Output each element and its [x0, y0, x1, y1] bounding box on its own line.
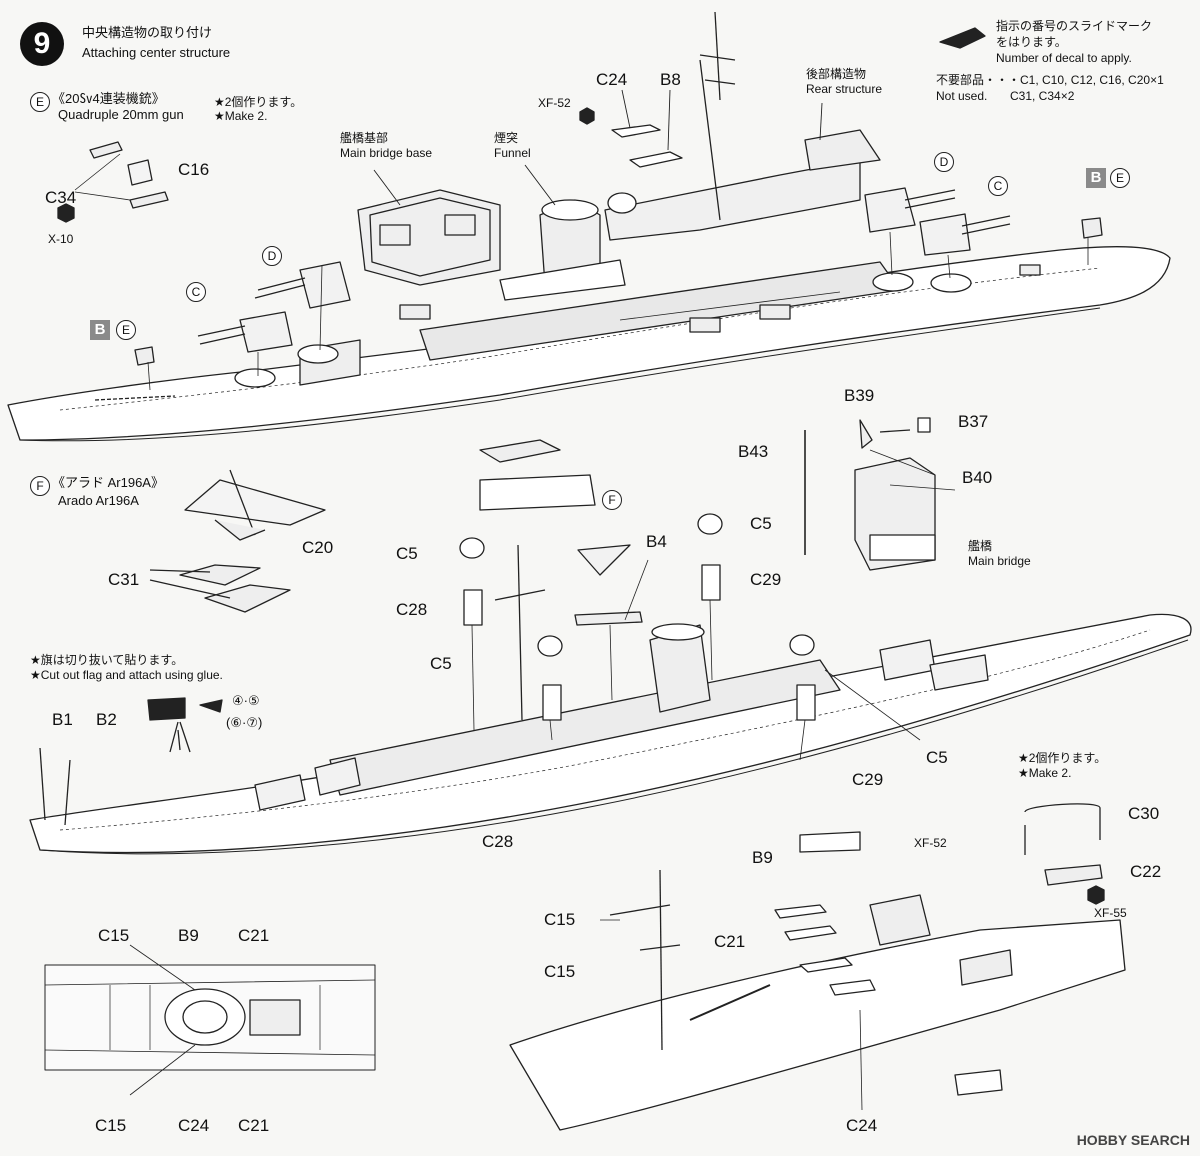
subassembly-f-title: 《アラド Ar196A》 [52, 475, 164, 490]
part-c31: C31 [108, 570, 140, 589]
funnel-ja: 煙突 [494, 131, 519, 145]
detail-part-c24: C24 [846, 1116, 878, 1135]
plan-part-b9: B9 [178, 926, 199, 945]
part-b40: B40 [962, 468, 993, 487]
decal-note-en: Number of decal to apply. [996, 51, 1132, 65]
subassembly-f-marker: F [30, 476, 50, 496]
main-bridge [854, 417, 936, 571]
part-c29-b: C29 [852, 770, 884, 789]
subassembly-e-note-en: ★Make 2. [214, 109, 268, 123]
plan-part-c15-bottom: C15 [95, 1116, 127, 1135]
watermark: HOBBY SEARCH [1076, 1132, 1190, 1148]
flag-note-ja: ★旗は切り抜いて貼ります。 [30, 653, 184, 667]
part-c16: C16 [178, 160, 210, 179]
not-used-label: Not used. [936, 89, 988, 103]
funnel-en: Funnel [494, 146, 531, 160]
main-bridge-ja: 艦橋 [968, 539, 993, 553]
plan-view [44, 944, 376, 1096]
davit-note-en: ★Make 2. [1018, 766, 1072, 780]
part-c5-d: C5 [926, 748, 948, 767]
callout-b-left: B [90, 320, 110, 340]
turret-c-left [197, 311, 293, 353]
decal-note-ja2: をはります。 [996, 35, 1067, 49]
decal-note-ja: 指示の番号のスライドマーク [996, 19, 1153, 33]
part-b2: B2 [96, 710, 117, 729]
turret-d-left-marker: D [262, 246, 282, 266]
flag-decals-2: (⑥·⑦) [226, 715, 263, 730]
flag-decals-1: ④·⑤ [232, 693, 260, 708]
top-hull [7, 246, 1171, 442]
callout-b-right: B [1086, 168, 1106, 188]
detail-part-c15-a: C15 [544, 910, 576, 929]
plan-part-c21-top: C21 [238, 926, 270, 945]
part-c29-a: C29 [750, 570, 782, 589]
subassembly-e-title: 《20㏜4連装機銃》 [52, 91, 165, 106]
part-c5-c: C5 [430, 654, 452, 673]
arado-parts [149, 469, 326, 613]
part-b4: B4 [646, 532, 667, 551]
turret-c-right [919, 213, 1011, 256]
main-bridge-en: Main bridge [968, 554, 1031, 568]
paint-xf52-top: XF-52 [538, 96, 571, 110]
plan-part-c24: C24 [178, 1116, 210, 1135]
callout-e-right: E [1110, 168, 1130, 188]
plan-part-c21-bottom: C21 [238, 1116, 270, 1135]
bridge-base-en: Main bridge base [340, 146, 433, 160]
part-c5-b: C5 [750, 514, 772, 533]
turret-d-left [254, 261, 351, 309]
rear-structure-ja: 後部構造物 [806, 67, 867, 81]
plan-part-c15-top: C15 [98, 926, 130, 945]
callout-e-left: E [116, 320, 136, 340]
subassembly-f-title-en: Arado Ar196A [58, 493, 139, 508]
part-c28-b: C28 [482, 832, 514, 851]
part-c22: C22 [1130, 862, 1162, 881]
part-c24-top: C24 [596, 70, 628, 89]
detail-part-b9: B9 [752, 848, 773, 867]
part-b8: B8 [660, 70, 681, 89]
step-number-badge: 9 [20, 22, 64, 66]
flag-note-en: ★Cut out flag and attach using glue. [30, 668, 223, 682]
part-c20: C20 [302, 538, 334, 557]
part-c34: C34 [45, 188, 77, 207]
subassembly-e-marker: E [30, 92, 50, 112]
main-bridge-base [357, 189, 501, 286]
step-title-en: Attaching center structure [82, 45, 231, 60]
boat-davit [1024, 803, 1105, 905]
part-b1: B1 [52, 710, 73, 729]
funnel [499, 199, 626, 301]
step-title-ja: 中央構造物の取り付け [82, 25, 213, 40]
rear-structure [604, 11, 881, 241]
subassembly-f-callout: F [602, 490, 622, 510]
turret-d-right-marker: D [934, 152, 954, 172]
turret-c-right-marker: C [988, 176, 1008, 196]
part-c28-a: C28 [396, 600, 428, 619]
detail-part-c15-b: C15 [544, 962, 576, 981]
paint-xf52-detail: XF-52 [914, 836, 947, 850]
part-b37: B37 [958, 412, 989, 431]
part-c30: C30 [1128, 804, 1160, 823]
turret-c-left-marker: C [186, 282, 206, 302]
subassembly-e-title-en: Quadruple 20mm gun [58, 107, 184, 122]
rear-structure-en: Rear structure [806, 82, 883, 96]
subassembly-e-note-ja: ★2個作ります。 [214, 95, 303, 109]
turret-d-right [864, 187, 956, 233]
quad-gun-parts [57, 141, 169, 223]
detail-view [509, 831, 1126, 1131]
davit-note-ja: ★2個作ります。 [1018, 751, 1107, 765]
paint-x10: X-10 [48, 232, 74, 246]
detail-part-c21: C21 [714, 932, 746, 951]
part-c5-a: C5 [396, 544, 418, 563]
not-used-ja: 不要部品・・・C1, C10, C12, C16, C20×1 [936, 73, 1164, 87]
part-b43: B43 [738, 442, 769, 461]
bridge-base-ja: 艦橋基部 [340, 131, 389, 145]
paint-xf55: XF-55 [1094, 906, 1127, 920]
not-used-parts: C31, C34×2 [1010, 89, 1075, 103]
part-b39: B39 [844, 386, 875, 405]
